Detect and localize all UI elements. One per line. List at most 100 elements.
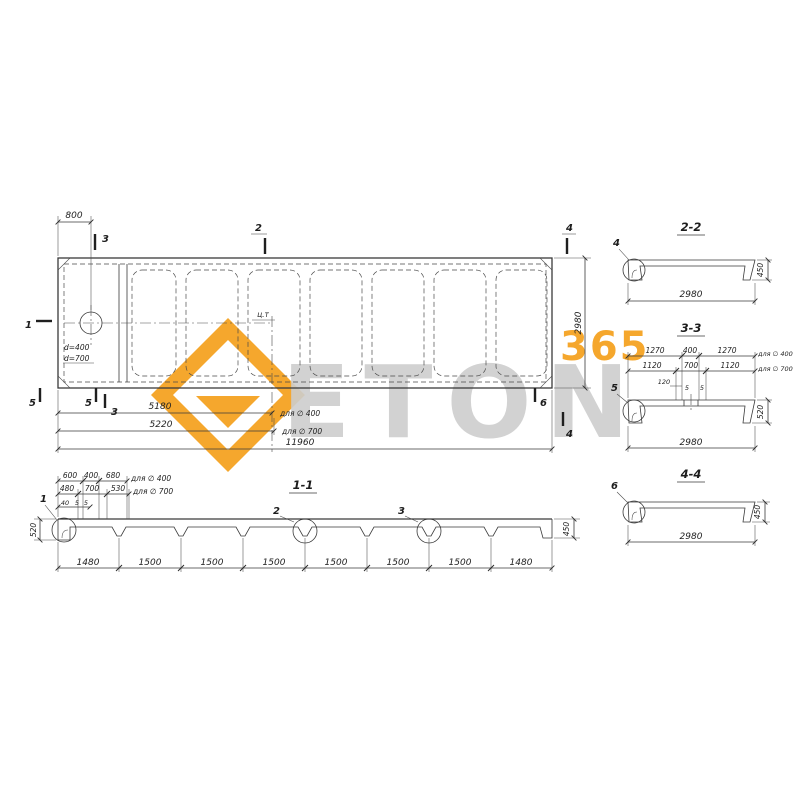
- mark-5-a: 5: [29, 398, 36, 409]
- plan-corner-notches: [57, 257, 553, 389]
- detail-2-2-balloon-label: 4: [612, 238, 620, 249]
- height-450-label: 450: [562, 522, 571, 537]
- dim-1120-b: 1120: [720, 361, 739, 370]
- dim-700-hole: 700: [684, 361, 699, 370]
- balloon-3-label: 3: [398, 506, 405, 517]
- dim-5b: 5: [84, 499, 88, 507]
- bottom-chain-ticks: [115, 564, 495, 572]
- detail-4-4: 4-4 6 2980 450: [611, 467, 770, 546]
- dim-120: 120: [658, 378, 670, 386]
- detail-3-3-leader: [616, 393, 629, 404]
- detail-2-2-profile: [627, 259, 756, 281]
- hole-label-d400: d=400: [64, 343, 90, 352]
- balloon-1-leader: [44, 504, 58, 521]
- detail-3-3-balloon-label: 5: [611, 383, 618, 394]
- detail-2-2-height-label: 450: [756, 263, 765, 278]
- section-marks: 3 3 2 4 4 1 5 5 6: [25, 223, 576, 440]
- detail-4-4-profile: [627, 501, 756, 523]
- mark-4-bottom: 4: [565, 429, 573, 440]
- detail-3-3-hole-edges: [683, 394, 699, 413]
- plan-view: d=400 d=700 ц.т 800 3 3 2 4 4 1: [25, 211, 591, 453]
- detail-3-3: 3-3 1270 400 1270 для ∅ 400 1120 700 112…: [611, 321, 793, 452]
- detail-2-2-title: 2-2: [681, 220, 702, 234]
- balloon-2-leader: [279, 515, 295, 523]
- logo-diamond-inner: [173, 340, 283, 450]
- balloon-3-leader: [404, 515, 419, 523]
- mark-4-top: 4: [565, 223, 573, 234]
- detail-4-4-width-label: 2980: [680, 532, 703, 542]
- detail-3-3-title: 3-3: [681, 321, 702, 335]
- dim-5180-note: для ∅ 400: [279, 409, 320, 418]
- mark-6: 6: [540, 398, 547, 409]
- detail-2-2-hook: [631, 269, 638, 279]
- detail-2-2-balloon-circle: [622, 258, 646, 282]
- detail-3-3-top-ext: [627, 352, 756, 400]
- detail-3-3-row1-note: для ∅ 400: [757, 350, 793, 358]
- detail-balloon-circles: [51, 517, 442, 544]
- seg-dim-3: 1500: [201, 558, 224, 568]
- detail-3-3-profile: [627, 399, 756, 424]
- dim-row2-note: для ∅ 700: [132, 487, 173, 496]
- watermark-number-text: 365: [560, 324, 650, 370]
- lifting-hole: [79, 311, 103, 335]
- detail-4-4-balloon-label: 6: [611, 481, 618, 492]
- dim-800-ext: [57, 216, 92, 310]
- dim-600: 600: [63, 471, 78, 480]
- section-1-1: 1-1 1 2 3 600 400 680 для ∅ 400 480 700: [29, 471, 580, 572]
- watermark-brand-text: ETON: [282, 344, 643, 461]
- dim-1120-a: 1120: [642, 361, 661, 370]
- balloon-1-label: 1: [40, 494, 47, 505]
- seg-dim-4: 1500: [263, 558, 286, 568]
- dim-2980-plan-label: 2980: [574, 311, 584, 334]
- balloon-2-label: 2: [273, 506, 280, 517]
- detail-3-3-hook: [631, 412, 638, 422]
- dim-1270-b: 1270: [717, 346, 736, 355]
- plan-outline: [57, 257, 553, 389]
- dim-680: 680: [106, 471, 121, 480]
- detail-2-2-width-label: 2980: [680, 290, 703, 300]
- dim-400-hole: 400: [683, 346, 698, 355]
- seg-dim-5: 1500: [325, 558, 348, 568]
- left-end-hook: [61, 529, 69, 539]
- beam-bottom-profile: [57, 519, 553, 541]
- detail-3-3-balloon-circle: [622, 399, 646, 423]
- seg-dim-6: 1500: [387, 558, 410, 568]
- detail-4-4-hook: [631, 511, 638, 521]
- dim-5-d: 5: [700, 384, 704, 392]
- height-520-label: 520: [29, 523, 38, 538]
- dim-11960-label: 11960: [286, 438, 315, 448]
- dim-530: 530: [111, 484, 126, 493]
- dim-5-c: 5: [685, 384, 689, 392]
- section-1-1-top-ext: [57, 476, 130, 519]
- detail-3-3-width-label: 2980: [680, 438, 703, 448]
- detail-4-4-balloon-circle: [622, 500, 646, 524]
- dim-5180-label: 5180: [149, 402, 172, 412]
- dim-5220-label: 5220: [150, 420, 173, 430]
- detail-3-3-height-label: 520: [756, 405, 765, 420]
- dim-5a: 5: [75, 499, 79, 507]
- mark-1-left: 1: [25, 320, 32, 331]
- seg-dim-2: 1500: [139, 558, 162, 568]
- dim-400: 400: [84, 471, 99, 480]
- dim-1270-a: 1270: [645, 346, 664, 355]
- detail-2-2: 2-2 4 2980 450: [612, 220, 772, 305]
- dim-700: 700: [85, 484, 100, 493]
- detail-4-4-leader: [616, 491, 629, 504]
- mark-5-b: 5: [85, 398, 92, 409]
- detail-4-4-height-label: 450: [753, 505, 762, 520]
- mark-2-top: 2: [255, 223, 262, 234]
- detail-2-2-leader: [618, 248, 630, 261]
- mark-3-top: 3: [102, 234, 109, 245]
- section-bottom-ext: [57, 538, 553, 572]
- seg-dim-1: 1480: [77, 558, 100, 568]
- dim-40: 40: [61, 499, 69, 507]
- hole-label-d700: d=700: [64, 354, 90, 363]
- seg-dim-8: 1480: [510, 558, 533, 568]
- dim-5220-note: для ∅ 700: [281, 427, 322, 436]
- mark-3-bottom: 3: [111, 407, 118, 418]
- detail-4-4-title: 4-4: [680, 467, 702, 481]
- detail-3-3-row2-note: для ∅ 700: [757, 365, 793, 373]
- center-of-gravity-label: ц.т: [257, 310, 269, 319]
